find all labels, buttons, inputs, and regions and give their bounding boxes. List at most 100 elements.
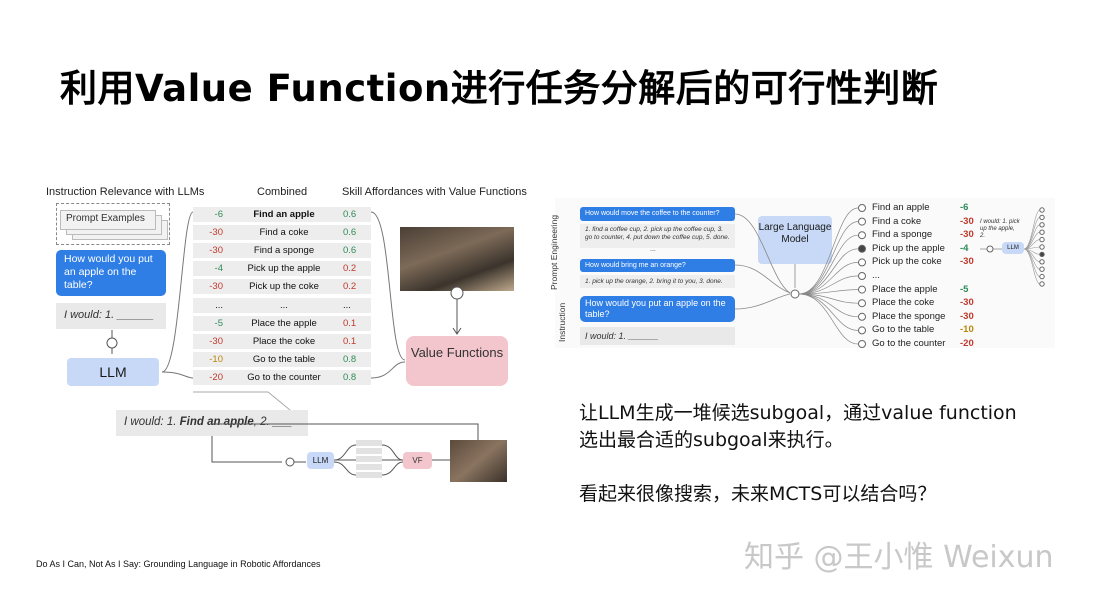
watermark: 知乎 @王小惟 Weixun	[744, 540, 1054, 575]
llm-score: ...	[215, 299, 223, 311]
skill-score: -20	[960, 338, 974, 349]
bottom-suffix: , 2. ___	[253, 416, 293, 428]
bottom-selected-skill: Find an apple	[179, 416, 254, 428]
fan-node	[858, 326, 866, 335]
skill-score: -30	[960, 310, 974, 322]
combined-row: .........	[193, 297, 371, 313]
skill-score: -10	[960, 324, 974, 336]
llm-score: -6	[214, 209, 223, 220]
fan-node	[858, 244, 866, 253]
llm-score: -30	[209, 281, 223, 293]
example-answer-1: 1. find a coffee cup, 2. pick up the cof…	[580, 224, 735, 248]
skill-name: Go to the counter	[247, 371, 321, 383]
side-note: I would: 1. pick up the apple, 2.	[980, 219, 1020, 239]
fan-node	[858, 258, 866, 267]
fan-node	[858, 272, 866, 280]
fan-node	[858, 340, 866, 348]
llm-box: LLM	[67, 358, 159, 386]
vf-score: 0.6	[343, 227, 357, 239]
skill-score: -30	[960, 215, 974, 227]
far-fan-node	[1039, 259, 1045, 265]
far-fan-line	[1023, 248, 1041, 270]
vf-score: 0.1	[343, 335, 357, 347]
large-language-model-box: Large Language Model	[758, 216, 832, 264]
example-ellipsis: ...	[650, 246, 656, 253]
prompt-examples-card: Prompt Examples	[60, 210, 156, 230]
far-fan-node	[1039, 244, 1045, 250]
fan-node	[858, 312, 866, 321]
far-fan-line	[1023, 209, 1041, 250]
llm-score: -30	[209, 245, 223, 257]
skill-item: Find a sponge	[872, 229, 933, 241]
fan-line	[798, 248, 859, 295]
i-would-box: I would: 1. ______	[56, 303, 166, 329]
skill-item: Place the sponge	[872, 310, 946, 322]
skill-name: Pick up the apple	[247, 263, 321, 275]
llm-score: -30	[209, 335, 223, 347]
llm-score: -5	[214, 317, 223, 329]
question-bubble: How would you put an apple on the table?	[56, 250, 166, 296]
llm-score: -4	[214, 263, 223, 275]
mini-vf-box: VF	[403, 452, 432, 469]
llm-score: -10	[209, 353, 223, 365]
fan-line	[798, 262, 859, 295]
skill-score: -4	[960, 242, 969, 254]
skill-item: Find an apple	[872, 202, 930, 213]
description-line-2: 选出最合适的subgoal来执行。	[579, 429, 844, 451]
combined-row: -4 Pick up the apple 0.2	[193, 261, 371, 277]
far-fan-node	[1039, 207, 1045, 213]
value-functions-box: Value Functions	[406, 336, 508, 386]
far-fan-node	[1039, 222, 1045, 228]
far-fan-line	[1023, 217, 1041, 250]
fan-node	[858, 299, 866, 308]
skill-item: Pick up the coke	[872, 256, 942, 268]
fan-node	[858, 217, 866, 226]
side-mini-llm: LLM	[1002, 242, 1024, 254]
fan-line	[798, 293, 859, 345]
fan-line	[798, 293, 859, 331]
skill-score: -5	[960, 283, 969, 295]
skill-item: Go to the counter	[872, 338, 946, 349]
header-skill-affordances: Skill Affordances with Value Functions	[342, 186, 527, 198]
far-fan-node	[1039, 273, 1045, 280]
header-combined: Combined	[257, 186, 308, 198]
description-line-3	[579, 454, 1017, 481]
mini-robot-image	[450, 440, 507, 482]
skill-score: -30	[960, 229, 974, 241]
skill-name: Find a coke	[259, 227, 309, 239]
vf-score: 0.1	[343, 317, 357, 329]
header-instruction-relevance: Instruction Relevance with LLMs	[46, 186, 205, 198]
skill-name: Go to the table	[252, 353, 316, 365]
description-line-4: 看起来很像搜索，未来MCTS可以结合吗？	[579, 483, 937, 505]
instruction-i-would-box: I would: 1. ______	[580, 327, 735, 345]
far-fan-node	[1039, 281, 1045, 287]
combined-row: -30 Place the coke 0.1	[193, 333, 371, 349]
citation: Do As I Can, Not As I Say: Grounding Lan…	[36, 559, 321, 569]
page-title: 利用Value Function进行任务分解后的可行性判断	[60, 67, 939, 110]
skill-score: -30	[960, 297, 974, 309]
fan-node	[858, 285, 866, 294]
fan-node	[858, 231, 866, 240]
example-question-2: How would bring me an orange?	[580, 259, 735, 272]
description-line-1: 让LLM生成一堆候选subgoal，通过value function	[579, 402, 1017, 424]
skill-item: Pick up the apple	[872, 242, 945, 254]
skill-name: Place the coke	[252, 335, 316, 347]
fan-line	[798, 207, 859, 295]
bottom-prefix: I would: 1.	[124, 416, 180, 428]
skill-name: Find an apple	[253, 209, 315, 220]
vf-score: ...	[343, 299, 351, 311]
far-fan-node	[1039, 236, 1045, 243]
vf-score: 0.2	[343, 263, 357, 275]
example-question-1: How would move the coffee to the counter…	[580, 207, 735, 221]
fan-line	[798, 234, 859, 295]
far-fan-line	[1023, 248, 1041, 285]
description-text: 让LLM生成一堆候选subgoal，通过value function 选出最合适…	[579, 400, 1017, 508]
skill-item: Go to the table	[872, 324, 935, 336]
